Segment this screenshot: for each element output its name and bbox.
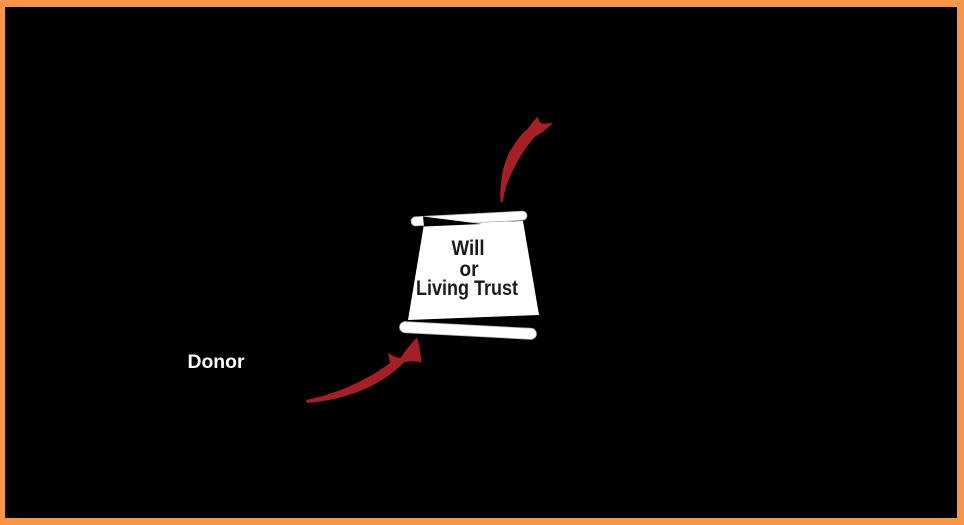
scroll-fold-corner <box>423 216 482 227</box>
scroll-bottom-roller <box>399 321 537 340</box>
scroll-label-line2: or <box>460 258 479 281</box>
scroll-label-line3: Living Trust <box>416 277 518 300</box>
will-upward-arrow <box>500 116 553 202</box>
donor-label: Donor <box>188 352 246 373</box>
scroll-label-line1: Will <box>452 237 485 260</box>
donor-to-will-arrow <box>306 337 422 403</box>
scroll-graphic: Will or Living Trust <box>399 210 539 340</box>
scroll-paper <box>408 221 539 320</box>
